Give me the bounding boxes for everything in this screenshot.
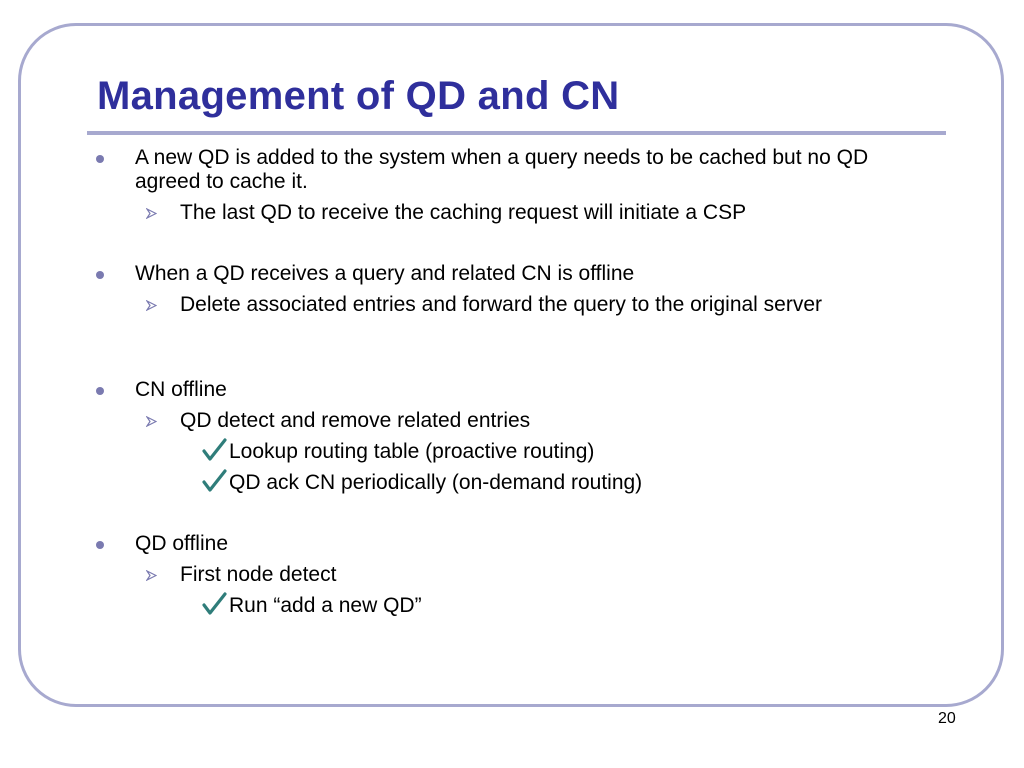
sub-bullet-item: Delete associated entries and forward th… xyxy=(146,293,900,317)
checkmark-icon xyxy=(202,438,227,461)
title-divider xyxy=(87,131,946,135)
bullet-text: CN offline xyxy=(135,378,227,401)
bullet-dot-icon xyxy=(96,541,104,549)
bullet-item: A new QD is added to the system when a q… xyxy=(96,146,925,194)
check-text: Run “add a new QD” xyxy=(229,594,422,617)
bullet-text: QD offline xyxy=(135,532,228,555)
check-text: QD ack CN periodically (on-demand routin… xyxy=(229,471,643,494)
sub-bullet-text: Delete associated entries and forward th… xyxy=(180,293,823,316)
arrow-bullet-icon xyxy=(146,416,157,427)
sub-bullet-text: The last QD to receive the caching reque… xyxy=(180,201,747,224)
sub-bullet-item: QD detect and remove related entries xyxy=(146,409,925,433)
arrow-bullet-icon xyxy=(146,208,157,219)
arrow-bullet-icon xyxy=(146,300,157,311)
bullet-dot-icon xyxy=(96,155,104,163)
slide-title: Management of QD and CN xyxy=(97,74,620,118)
sub-bullet-item: First node detect xyxy=(146,563,925,587)
bullet-dot-icon xyxy=(96,387,104,395)
bullet-item: When a QD receives a query and related C… xyxy=(96,262,925,286)
sub-bullet-item: The last QD to receive the caching reque… xyxy=(146,201,925,225)
check-item: Run “add a new QD” xyxy=(202,592,919,618)
sub-bullet-text: First node detect xyxy=(180,563,337,586)
check-item: Lookup routing table (proactive routing) xyxy=(202,438,919,464)
slide-frame xyxy=(18,23,1004,707)
arrow-bullet-icon xyxy=(146,570,157,581)
checkmark-icon xyxy=(202,469,227,492)
bullet-text: A new QD is added to the system when a q… xyxy=(135,146,869,193)
bullet-item: QD offline xyxy=(96,532,925,556)
checkmark-icon xyxy=(202,592,227,615)
check-text: Lookup routing table (proactive routing) xyxy=(229,440,595,463)
check-item: QD ack CN periodically (on-demand routin… xyxy=(202,469,919,495)
sub-bullet-text: QD detect and remove related entries xyxy=(180,409,531,432)
bullet-text: When a QD receives a query and related C… xyxy=(135,262,635,285)
page-number: 20 xyxy=(938,710,956,727)
bullet-dot-icon xyxy=(96,271,104,279)
bullet-item: CN offline xyxy=(96,378,925,402)
